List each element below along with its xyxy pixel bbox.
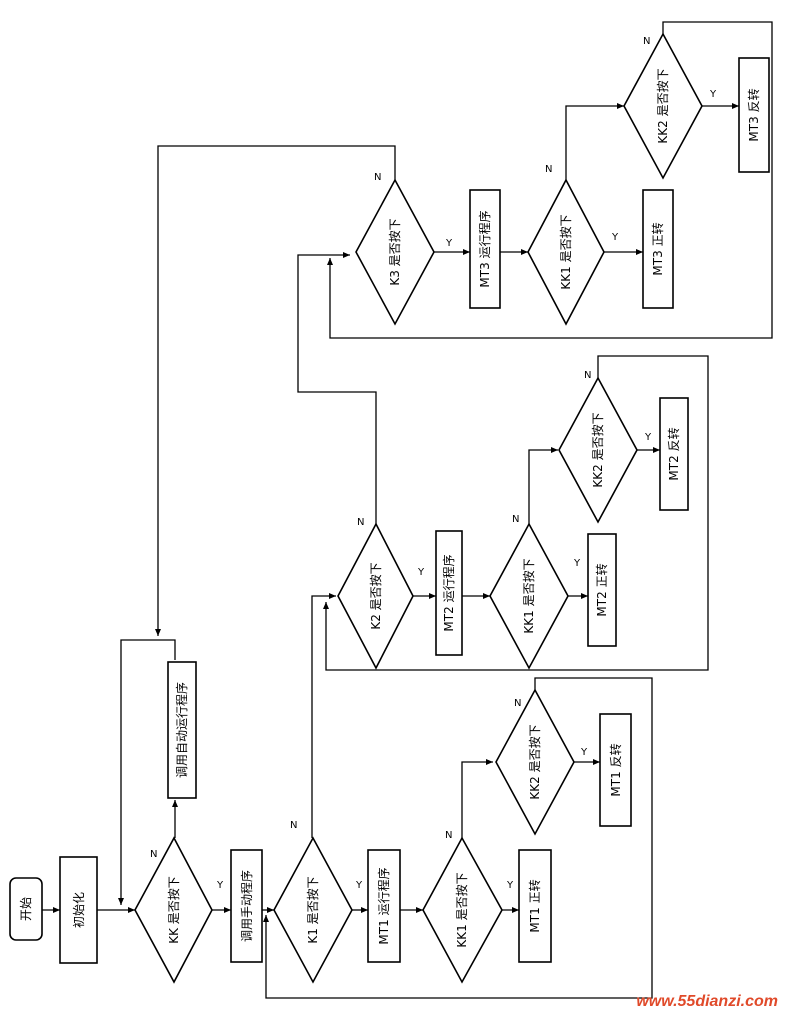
k1-decision: K1 是否按下 — [273, 836, 353, 984]
label-k2-yes: Y — [417, 567, 425, 578]
mt3-forward-node: MT3 正转 — [642, 189, 674, 309]
label-kk1a-yes: Y — [506, 880, 514, 891]
kk2-decision-c-label: KK2 是否按下 — [656, 68, 670, 143]
call-auto-node: 调用自动运行程序 — [167, 661, 197, 799]
call-manual-node: 调用手动程序 — [230, 849, 263, 963]
start-label: 开始 — [19, 897, 33, 921]
mt2-run-label: MT2 运行程序 — [441, 554, 456, 631]
connectors — [42, 21, 773, 999]
mt3-run-label: MT3 运行程序 — [477, 210, 492, 287]
label-k1-no: N — [290, 820, 297, 831]
mt3-reverse-node: MT3 反转 — [738, 57, 770, 173]
kk-decision-label: KK 是否按下 — [167, 876, 181, 944]
call-manual-label: 调用手动程序 — [239, 870, 254, 942]
kk1-decision-b-label: KK1 是否按下 — [522, 558, 536, 633]
init-node: 初始化 — [59, 856, 98, 964]
k2-decision: K2 是否按下 — [337, 522, 414, 670]
k1-decision-label: K1 是否按下 — [306, 876, 320, 943]
mt3-reverse-label: MT3 反转 — [746, 88, 761, 141]
k3-decision-label: K3 是否按下 — [388, 218, 402, 285]
mt2-forward-label: MT2 正转 — [594, 563, 609, 616]
label-kk1c-yes: Y — [611, 232, 619, 243]
label-kk-no: N — [150, 849, 157, 860]
label-k2-no: N — [357, 517, 364, 528]
mt2-reverse-node: MT2 反转 — [659, 397, 689, 511]
label-k3-no: N — [374, 172, 381, 183]
label-kk2a-no: N — [514, 698, 521, 709]
init-label: 初始化 — [72, 892, 86, 928]
mt2-forward-node: MT2 正转 — [587, 533, 617, 647]
label-kk-yes: Y — [216, 880, 224, 891]
kk-decision: KK 是否按下 — [134, 836, 213, 984]
mt1-reverse-label: MT1 反转 — [608, 743, 623, 796]
kk1-decision-b: KK1 是否按下 — [489, 522, 569, 670]
label-k3-yes: Y — [445, 238, 453, 249]
label-kk2c-no: N — [643, 36, 650, 47]
k3-decision: K3 是否按下 — [355, 178, 435, 326]
label-kk1a-no: N — [445, 830, 452, 841]
mt1-run-label: MT1 运行程序 — [376, 867, 391, 944]
label-kk1c-no: N — [545, 164, 552, 175]
mt1-reverse-node: MT1 反转 — [599, 713, 632, 827]
mt1-forward-node: MT1 正转 — [518, 849, 552, 963]
kk1-decision-c: KK1 是否按下 — [527, 178, 605, 326]
mt3-forward-label: MT3 正转 — [650, 222, 665, 275]
label-kk2c-yes: Y — [709, 89, 717, 100]
kk2-decision-c: KK2 是否按下 — [623, 32, 703, 180]
branch-labels: Y N Y N Y N Y N Y N Y N Y N Y N Y N Y N — [150, 36, 717, 891]
kk1-decision-c-label: KK1 是否按下 — [559, 214, 573, 289]
label-kk1b-yes: Y — [573, 558, 581, 569]
kk2-decision-a-label: KK2 是否按下 — [528, 724, 542, 799]
kk2-decision-a: KK2 是否按下 — [495, 688, 575, 836]
kk1-decision-a-label: KK1 是否按下 — [455, 872, 469, 947]
mt3-run-node: MT3 运行程序 — [469, 189, 501, 309]
kk2-decision-b: KK2 是否按下 — [558, 376, 638, 524]
mt1-forward-label: MT1 正转 — [527, 879, 542, 932]
kk2-decision-b-label: KK2 是否按下 — [591, 412, 605, 487]
mt1-run-node: MT1 运行程序 — [367, 849, 401, 963]
watermark: www.55dianzi.com — [636, 993, 778, 1010]
label-k1-yes: Y — [355, 880, 363, 891]
start-node: 开始 — [9, 877, 43, 941]
call-auto-label: 调用自动运行程序 — [174, 682, 189, 778]
mt2-reverse-label: MT2 反转 — [666, 427, 681, 480]
label-kk2b-yes: Y — [644, 432, 652, 443]
label-kk2b-no: N — [584, 370, 591, 381]
mt2-run-node: MT2 运行程序 — [435, 530, 463, 656]
label-kk2a-yes: Y — [580, 747, 588, 758]
k2-decision-label: K2 是否按下 — [369, 562, 383, 629]
label-kk1b-no: N — [512, 514, 519, 525]
kk1-decision-a: KK1 是否按下 — [422, 836, 503, 984]
